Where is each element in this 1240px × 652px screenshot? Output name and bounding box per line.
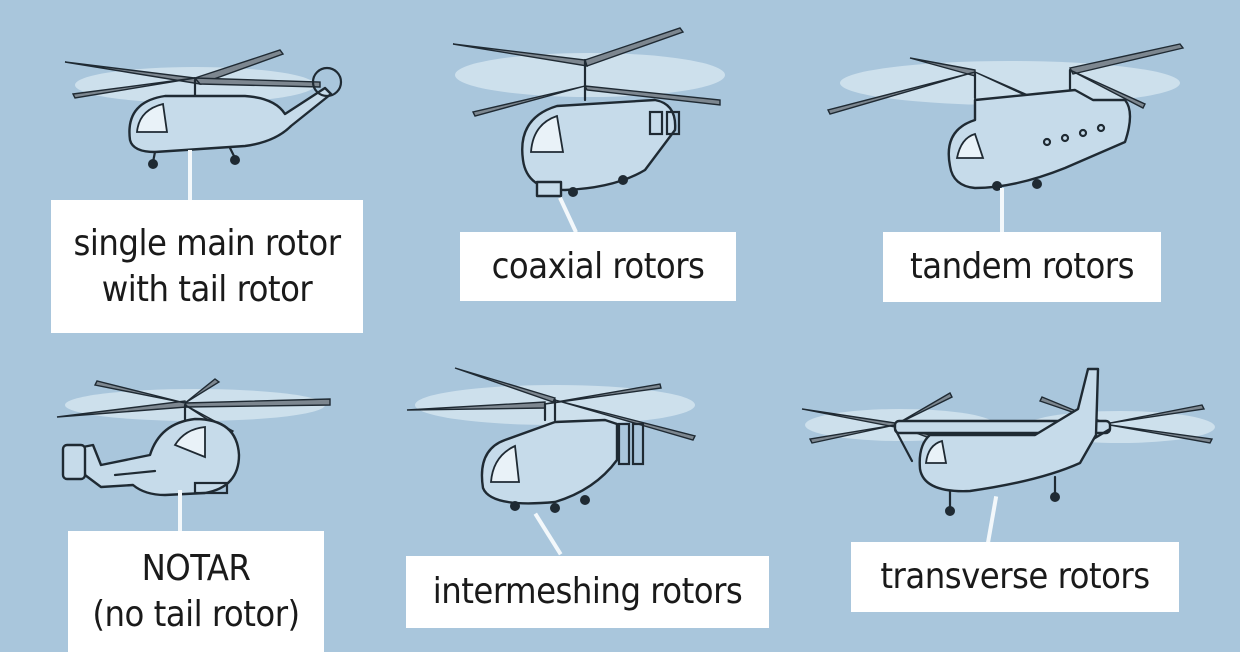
intermeshing-rotor-helicopter-icon	[406, 367, 697, 513]
leader-line	[1000, 188, 1004, 234]
label-line: single main rotor	[73, 222, 341, 264]
tandem-rotor-helicopter-icon	[826, 43, 1185, 191]
leader-line	[188, 150, 192, 202]
label-line: NOTAR	[141, 547, 251, 589]
label-line: with tail rotor	[101, 268, 313, 310]
leader-line	[178, 490, 182, 534]
label-line: intermeshing rotors	[432, 571, 743, 612]
label-line: transverse rotors	[880, 556, 1150, 597]
notar-helicopter-icon	[56, 378, 331, 497]
transverse-rotor-helicopter-icon	[801, 367, 1215, 516]
label-transverse-rotors: transverse rotors	[851, 542, 1179, 612]
label-intermeshing-rotors: intermeshing rotors	[406, 556, 769, 628]
label-line: (no tail rotor)	[92, 593, 300, 635]
coaxial-rotor-helicopter-icon	[452, 27, 725, 198]
label-tandem-rotors: tandem rotors	[883, 232, 1161, 302]
label-line: tandem rotors	[910, 246, 1134, 287]
label-line: coaxial rotors	[491, 245, 705, 287]
label-notar: NOTAR (no tail rotor)	[68, 531, 324, 652]
single-rotor-helicopter-icon	[64, 49, 343, 169]
label-single-rotor: single main rotor with tail rotor	[51, 200, 363, 333]
label-coaxial-rotors: coaxial rotors	[460, 232, 736, 301]
